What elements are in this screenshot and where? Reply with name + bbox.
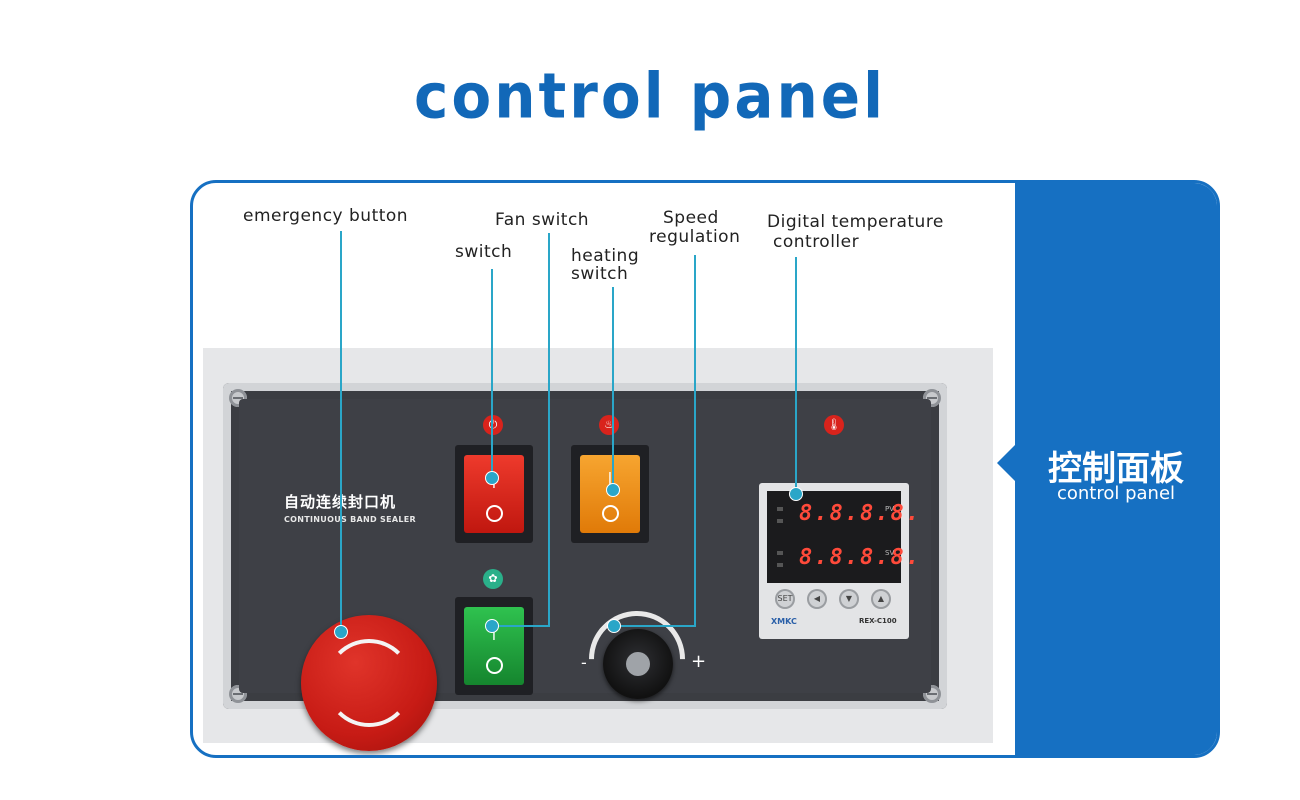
pv-label: PV: [885, 505, 895, 513]
callout-dot: [606, 483, 620, 497]
leader-line-emergency: [340, 231, 342, 633]
side-title-cn: 控制面板: [1048, 449, 1184, 489]
sv-readout: 8.8.8.8.: [799, 545, 921, 570]
indicator-led: [777, 519, 783, 523]
plate-face: 自动连续封口机 CONTINUOUS BAND SEALER ⏻ | ♨ |: [239, 399, 931, 751]
thermometer-icon: 🌡: [824, 415, 844, 435]
leader-line-temp: [795, 257, 797, 489]
controller-keypad: SET ◀ ▼ ▲: [767, 587, 901, 611]
on-mark: |: [607, 469, 613, 488]
sv-label: SV: [885, 549, 895, 557]
callout-dot: [789, 487, 803, 501]
pv-readout: 8.8.8.8.: [799, 501, 921, 526]
indicator-led: [777, 551, 783, 555]
off-mark: [486, 657, 503, 674]
up-key-icon[interactable]: ▲: [871, 589, 891, 609]
indicator-led: [777, 507, 783, 511]
callout-dot: [485, 619, 499, 633]
rotate-arrows-icon: [325, 639, 413, 727]
callout-heating-switch-1: heating: [571, 246, 640, 266]
page-title: control panel: [414, 59, 886, 133]
power-icon: ⏻: [483, 415, 503, 435]
callout-emergency-button: emergency button: [243, 206, 409, 226]
leader-line-fan: [548, 233, 550, 625]
knob-cap: [626, 652, 650, 676]
off-mark: [486, 505, 503, 522]
off-mark: [602, 505, 619, 522]
side-label-panel: 控制面板 control panel: [997, 183, 1217, 755]
control-plate: 自动连续封口机 CONTINUOUS BAND SEALER ⏻ | ♨ |: [223, 383, 947, 751]
power-switch-holder: |: [455, 445, 533, 543]
indicator-led: [777, 563, 783, 567]
callout-dot: [485, 471, 499, 485]
controller-display: 8.8.8.8. PV 8.8.8.8. SV: [767, 491, 919, 583]
leader-line-speed-h: [613, 625, 695, 627]
callout-dot: [334, 625, 348, 639]
down-key-icon[interactable]: ▼: [839, 589, 859, 609]
machine-name-cn: 自动连续封口机: [284, 491, 396, 512]
knob-plus-label: +: [691, 651, 707, 672]
heat-icon: ♨: [599, 415, 619, 435]
callout-speed-2: regulation: [649, 227, 741, 247]
callout-switch: switch: [455, 242, 513, 262]
set-key[interactable]: SET: [775, 589, 795, 609]
leader-line-heating: [612, 287, 614, 489]
side-title-en: control panel: [1056, 483, 1176, 504]
callout-fan-switch: Fan switch: [495, 210, 590, 230]
callout-dot: [607, 619, 621, 633]
leader-line-fan-h: [491, 625, 550, 627]
machine-name-en: CONTINUOUS BAND SEALER: [284, 515, 416, 524]
callout-temp-2: controller: [773, 232, 860, 252]
product-frame: 自动连续封口机 CONTINUOUS BAND SEALER ⏻ | ♨ |: [190, 180, 1220, 758]
controller-brand: XMKC: [771, 617, 797, 626]
callout-heating-switch-2: switch: [571, 264, 629, 284]
temperature-controller: 8.8.8.8. PV 8.8.8.8. SV SET ◀ ▼ ▲ XMKC R…: [759, 483, 919, 639]
callout-temp-1: Digital temperature: [767, 212, 944, 232]
emergency-stop-button[interactable]: [301, 615, 437, 751]
shift-key-icon[interactable]: ◀: [807, 589, 827, 609]
knob-minus-label: -: [581, 653, 587, 672]
leader-line-switch: [491, 269, 493, 479]
speed-knob[interactable]: [603, 629, 673, 699]
leader-line-speed: [694, 255, 696, 627]
power-rocker-switch[interactable]: |: [464, 455, 524, 533]
callout-speed-1: Speed: [663, 208, 719, 228]
pointer-arrow: [997, 445, 1015, 481]
fan-icon: ✿: [483, 569, 503, 589]
fan-switch-holder: |: [455, 597, 533, 695]
controller-model: REX-C100: [859, 617, 897, 625]
